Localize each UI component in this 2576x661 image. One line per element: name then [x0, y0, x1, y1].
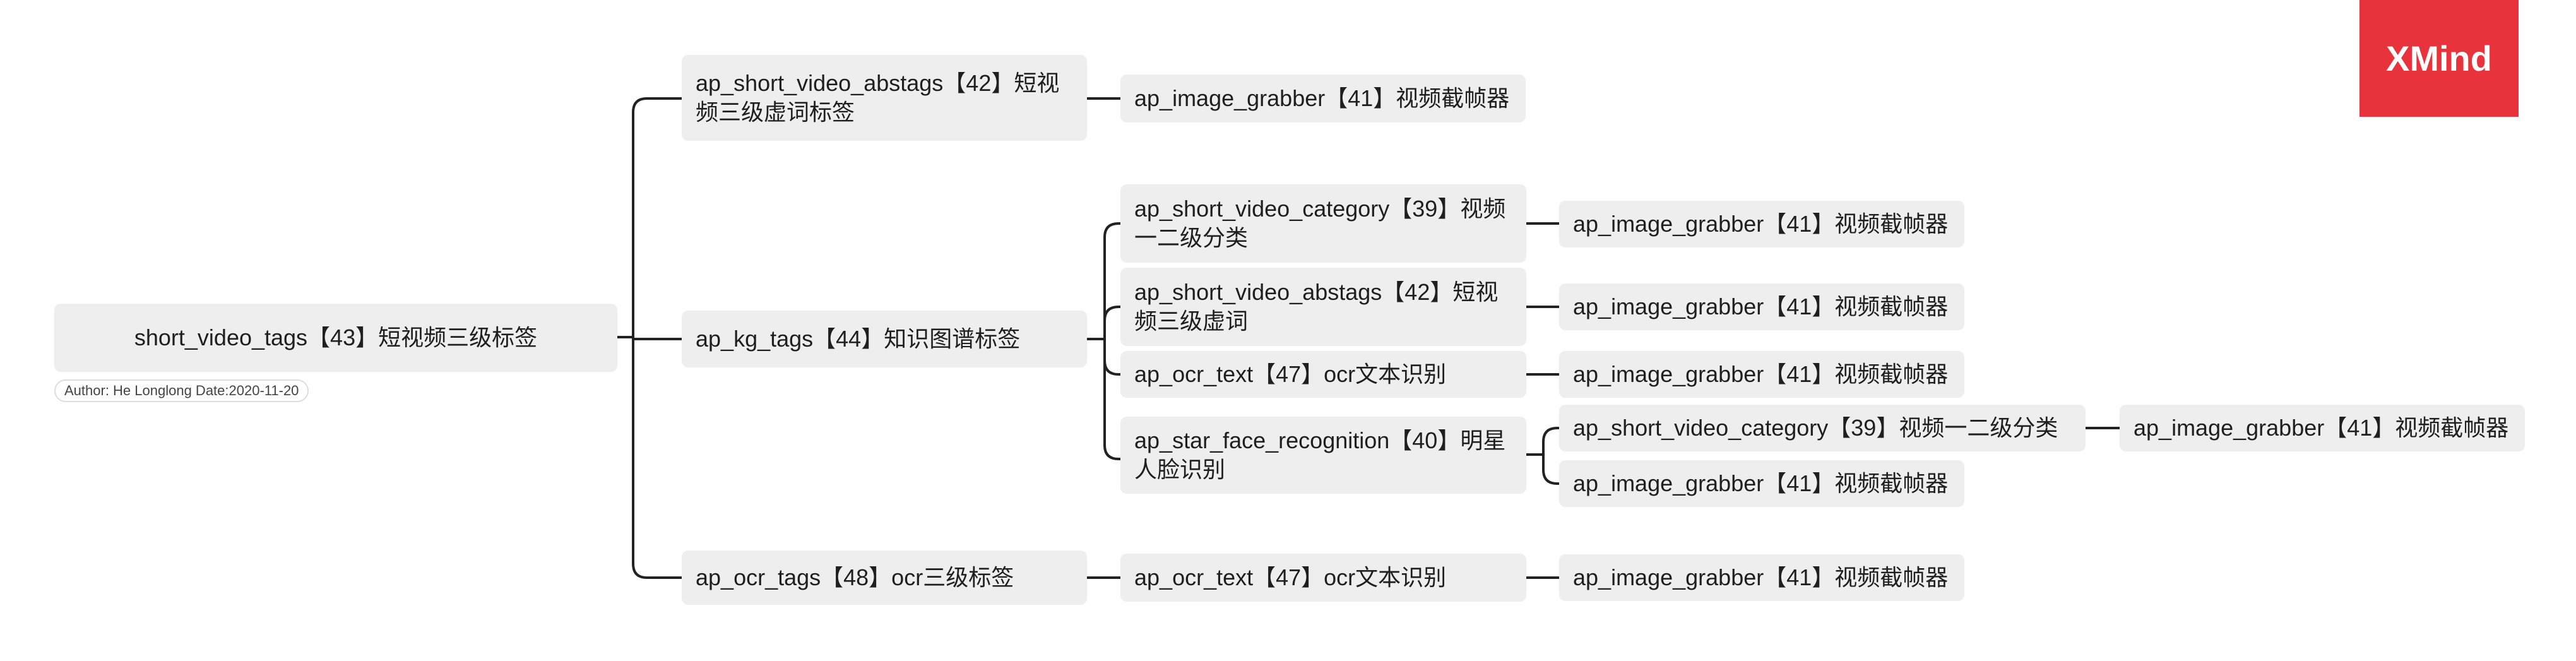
topic-kg-tags[interactable]: ap_kg_tags【44】知识图谱标签 — [682, 311, 1087, 367]
connector-kg-abstags — [1103, 306, 1120, 339]
topic-abstags[interactable]: ap_short_video_abstags【42】短视频三级虚词标签 — [682, 55, 1087, 141]
xmind-logo: XMind — [2359, 0, 2519, 117]
topic-kg-star-grabber-label: ap_image_grabber【41】视频截帧器 — [1573, 470, 1949, 496]
topic-ocrtags-ocr-grabber-label: ap_image_grabber【41】视频截帧器 — [1573, 564, 1949, 590]
topic-kg-abstags-grabber[interactable]: ap_image_grabber【41】视频截帧器 — [1559, 283, 1964, 330]
root-topic-label: short_video_tags【43】短视频三级标签 — [134, 325, 538, 350]
topic-kg-tags-label: ap_kg_tags【44】知识图谱标签 — [696, 326, 1021, 352]
topic-kg-category-label: ap_short_video_category【39】视频一二级分类 — [1134, 196, 1506, 251]
topic-kg-category[interactable]: ap_short_video_category【39】视频一二级分类 — [1120, 184, 1526, 263]
topic-kg-abstags-grabber-label: ap_image_grabber【41】视频截帧器 — [1573, 294, 1949, 319]
connector-kg-ocr — [1103, 339, 1120, 376]
topic-kg-star-label: ap_star_face_recognition【40】明星人脸识别 — [1134, 427, 1506, 482]
topic-ocr-tags-label: ap_ocr_tags【48】ocr三级标签 — [696, 564, 1014, 590]
connector-root-ocrtags — [632, 337, 682, 579]
topic-kg-category-grabber-label: ap_image_grabber【41】视频截帧器 — [1573, 211, 1949, 237]
topic-kg-star[interactable]: ap_star_face_recognition【40】明星人脸识别 — [1120, 417, 1526, 494]
topic-kg-star-category-label: ap_short_video_category【39】视频一二级分类 — [1573, 415, 2058, 441]
topic-kg-star-grabber[interactable]: ap_image_grabber【41】视频截帧器 — [1559, 460, 1964, 507]
topic-abstags-grabber-label: ap_image_grabber【41】视频截帧器 — [1134, 85, 1510, 111]
connector-kg-star — [1103, 339, 1120, 460]
topic-kg-ocr-grabber[interactable]: ap_image_grabber【41】视频截帧器 — [1559, 351, 1964, 398]
topic-ocrtags-ocr-grabber[interactable]: ap_image_grabber【41】视频截帧器 — [1559, 554, 1964, 601]
author-date-note: Author: He Longlong Date:2020-11-20 — [54, 379, 309, 402]
topic-kg-abstags[interactable]: ap_short_video_abstags【42】短视频三级虚词 — [1120, 268, 1526, 346]
root-topic[interactable]: short_video_tags【43】短视频三级标签 — [54, 304, 617, 372]
topic-ocr-tags[interactable]: ap_ocr_tags【48】ocr三级标签 — [682, 551, 1087, 605]
topic-kg-ocr[interactable]: ap_ocr_text【47】ocr文本识别 — [1120, 351, 1526, 398]
topic-kg-star-category-grabber-label: ap_image_grabber【41】视频截帧器 — [2134, 415, 2509, 441]
topic-kg-star-category[interactable]: ap_short_video_category【39】视频一二级分类 — [1559, 405, 2086, 451]
connector-kg-category — [1103, 222, 1120, 339]
connector-star-grabber — [1542, 455, 1559, 485]
topic-kg-ocr-grabber-label: ap_image_grabber【41】视频截帧器 — [1573, 361, 1949, 387]
connector-star-category — [1542, 427, 1559, 455]
topic-kg-star-category-grabber[interactable]: ap_image_grabber【41】视频截帧器 — [2120, 405, 2525, 451]
topic-abstags-label: ap_short_video_abstags【42】短视频三级虚词标签 — [696, 70, 1060, 125]
topic-kg-ocr-label: ap_ocr_text【47】ocr文本识别 — [1134, 361, 1447, 387]
topic-ocrtags-ocr[interactable]: ap_ocr_text【47】ocr文本识别 — [1120, 554, 1526, 602]
topic-ocrtags-ocr-label: ap_ocr_text【47】ocr文本识别 — [1134, 564, 1447, 590]
connector-root-abstags — [632, 97, 682, 337]
topic-kg-abstags-label: ap_short_video_abstags【42】短视频三级虚词 — [1134, 279, 1499, 334]
topic-abstags-grabber[interactable]: ap_image_grabber【41】视频截帧器 — [1120, 74, 1526, 122]
author-date-text: Author: He Longlong Date:2020-11-20 — [64, 383, 299, 398]
xmind-logo-text: XMind — [2386, 39, 2492, 78]
topic-kg-category-grabber[interactable]: ap_image_grabber【41】视频截帧器 — [1559, 201, 1964, 247]
